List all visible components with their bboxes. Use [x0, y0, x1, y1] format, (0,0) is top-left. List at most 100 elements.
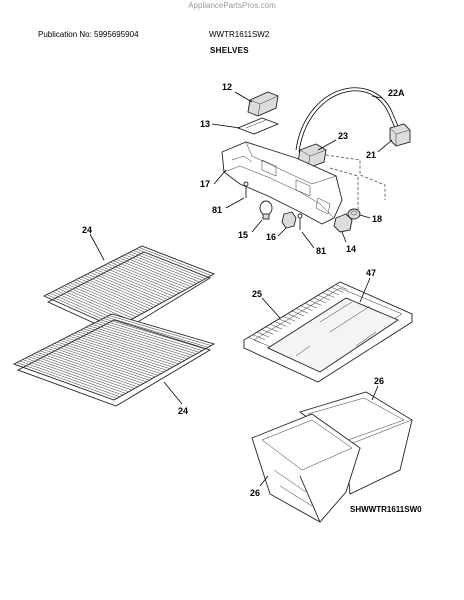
part-24-wire-shelf-upper[interactable]: [42, 245, 216, 335]
shelf-wire: [84, 275, 157, 306]
part-81-screw-left[interactable]: [243, 181, 249, 198]
publication-number: Publication No: 5995695904: [38, 30, 139, 39]
part-47-glass-insert[interactable]: [267, 297, 399, 373]
shelf-wire: [36, 351, 138, 388]
shelf-wire: [139, 247, 212, 276]
shelf-wire: [39, 350, 141, 386]
shelf-wire: [261, 329, 274, 335]
callout-24-upper: 24: [82, 225, 92, 235]
shelf-wire: [72, 281, 145, 313]
shelf-wire: [83, 328, 185, 361]
shelf-wire: [64, 285, 137, 318]
shelf-wire: [335, 284, 348, 290]
part-17-control-housing[interactable]: [221, 141, 343, 225]
shelf-wire: [81, 276, 154, 308]
shelf-wire: [326, 289, 340, 296]
callout-23: 23: [338, 131, 348, 141]
shelf-wire: [61, 286, 134, 319]
shelf-wire: [130, 251, 203, 281]
callout-14: 14: [346, 244, 356, 254]
shelf-wire: [101, 266, 174, 297]
shelf-wire: [80, 329, 182, 363]
part-16-socket[interactable]: [281, 211, 297, 229]
shelf-wire: [62, 338, 165, 373]
shelf-wire: [91, 324, 194, 356]
shelf-wire: [54, 343, 156, 378]
shelf-wire: [287, 313, 300, 319]
part-81-screw-right[interactable]: [297, 213, 303, 230]
shelf-wire: [118, 257, 192, 287]
shelf-wire: [109, 315, 212, 346]
part-18-knob[interactable]: [347, 208, 361, 220]
shelf-wire: [48, 346, 150, 381]
shelf-wire: [58, 288, 131, 321]
shelf-wire: [274, 321, 287, 327]
shelf-wire: [265, 326, 278, 333]
shelf-wire: [74, 332, 176, 366]
callout-17: 17: [200, 179, 210, 189]
part-13-lens[interactable]: [236, 117, 280, 135]
shelf-wire: [113, 260, 186, 291]
part-15-light-bulb[interactable]: [259, 200, 273, 220]
shelf-wire: [22, 359, 123, 396]
shelf-wire: [68, 335, 170, 369]
part-12-light-shield[interactable]: [247, 91, 279, 117]
callout-12: 12: [222, 82, 232, 92]
shelf-wire: [313, 297, 326, 304]
shelf-wire: [278, 318, 292, 325]
shelf-wire: [85, 326, 188, 360]
callout-21: 21: [366, 150, 376, 160]
callout-81-right: 81: [316, 246, 326, 256]
shelf-wire: [45, 347, 147, 383]
shelf-wire: [51, 344, 153, 379]
shelf-wire: [291, 310, 305, 317]
shelf-wire: [322, 292, 335, 298]
shelf-wire: [42, 349, 144, 384]
shelf-wire: [103, 318, 206, 350]
shelf-wire: [304, 302, 318, 309]
shelf-wire: [69, 282, 143, 314]
shelf-wire: [124, 254, 197, 284]
shelf-wire: [107, 263, 180, 294]
part-14-switch[interactable]: [333, 213, 353, 233]
part-26-crisper-pan-front[interactable]: [251, 413, 361, 523]
shelf-wire: [110, 261, 183, 292]
part-24-wire-shelf-lower[interactable]: [12, 313, 216, 407]
shelf-wire: [77, 331, 179, 365]
diagram-code: SHWWTR1611SW0: [350, 505, 422, 514]
shelf-wire: [309, 300, 322, 306]
shelf-wire: [87, 273, 160, 305]
shelf-wire: [60, 340, 162, 374]
shelf-wire: [115, 259, 189, 289]
shelf-wire: [90, 272, 163, 303]
section-title: SHELVES: [210, 46, 249, 55]
shelf-wire: [136, 248, 209, 278]
shelf-wire: [104, 264, 177, 295]
callout-26-front: 26: [250, 488, 260, 498]
shelf-wire: [256, 331, 270, 338]
callout-18: 18: [372, 214, 382, 224]
shelf-wire: [121, 256, 194, 286]
shelf-wire: [100, 319, 203, 351]
shelf-wire: [318, 294, 331, 301]
shelf-wire: [283, 316, 296, 322]
shelf-wire: [97, 321, 200, 353]
shelf-wire: [94, 322, 197, 355]
callout-24-lower: 24: [178, 406, 188, 416]
shelf-wire: [71, 334, 173, 368]
part-22a-wire-harness[interactable]: [295, 87, 399, 153]
shelf-wire: [57, 341, 159, 376]
shelf-wire: [300, 305, 313, 311]
model-number: WWTR1611SW2: [209, 30, 270, 39]
shelf-wire: [28, 356, 129, 393]
shelf-wire: [25, 357, 126, 394]
shelf-wire: [331, 287, 344, 293]
shelf-wire: [98, 267, 171, 299]
callout-25: 25: [252, 289, 262, 299]
shelf-wire: [31, 354, 132, 391]
part-21-connector[interactable]: [389, 123, 411, 147]
callout-13: 13: [200, 119, 210, 129]
callout-26-rear: 26: [374, 376, 384, 386]
shelf-wire: [133, 250, 206, 279]
